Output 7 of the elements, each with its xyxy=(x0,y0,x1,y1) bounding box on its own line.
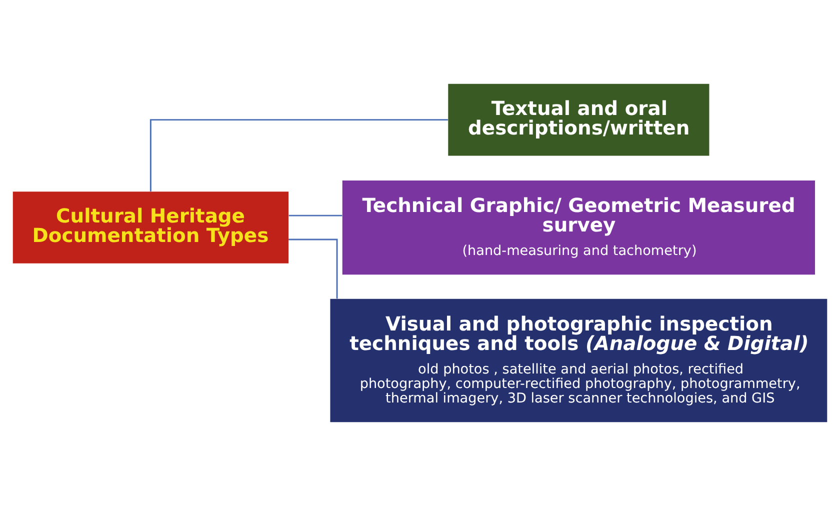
connector xyxy=(288,214,342,216)
node-box: Technical Graphic/ Geometric Measured survey (hand-measuring and tachometry) xyxy=(342,180,816,274)
connector xyxy=(288,238,338,298)
connector xyxy=(150,118,448,191)
node-box: Cultural Heritage Documentation Types xyxy=(12,191,288,263)
node-box: Visual and photographic inspection techniques and tools (Analogue & Digital) old photos , satellite and aerial photos, rectified photography, computer-rectified photography, photogrammetry, thermal imagery, 3D laser scanner technologies, and GIS xyxy=(330,298,828,422)
node-box: Textual and oral descriptions/written xyxy=(448,83,710,156)
